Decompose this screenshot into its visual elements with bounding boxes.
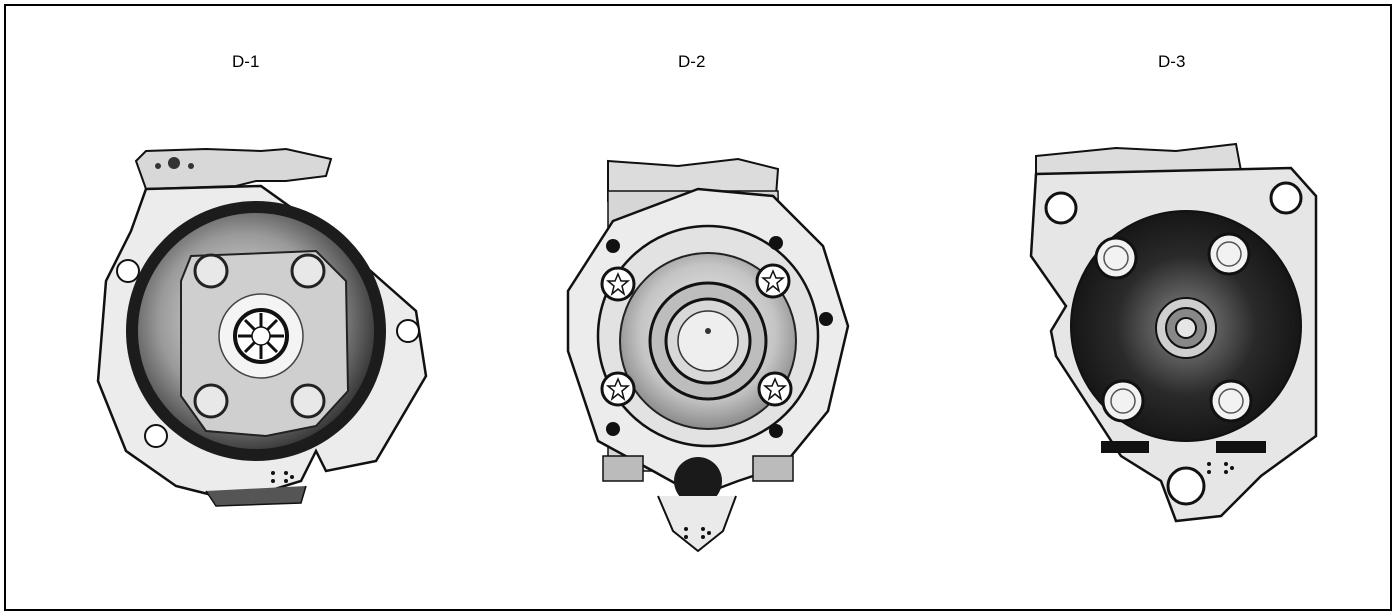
figure-label-d3: D-3 [1158,52,1186,71]
compressor-d1-icon [96,147,428,507]
compressor-d3-icon [1029,142,1318,523]
figure-frame: D-1 D-2 D-3 [4,4,1392,611]
figure-label-d1: D-1 [232,52,260,71]
figure-label-d2: D-2 [678,52,706,71]
compressor-d2-icon [566,157,850,553]
